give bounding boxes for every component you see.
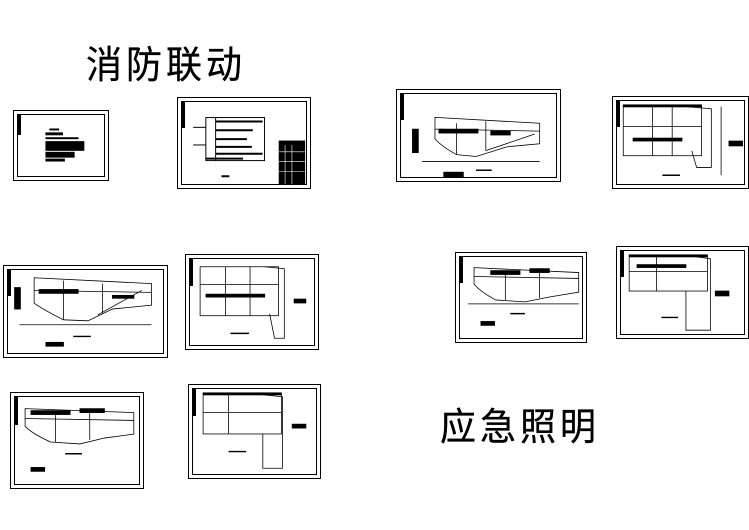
sheet-frame [14,396,140,485]
legend-content [45,128,85,162]
sheet-frame [192,388,317,475]
drawing-sheet-floor-plan-6[interactable] [616,246,749,339]
drawing-sheet-floor-plan-2[interactable] [612,96,749,189]
floor-plan-content [199,266,307,339]
title-block-bar [459,256,463,283]
title-block-bar [14,396,18,425]
sheet-frame [7,269,164,354]
floor-plan-content [622,104,744,177]
title-text: 应急照明 [440,406,601,450]
drawing-sheet-floor-plan-5[interactable] [455,252,587,343]
drawing-sheet-floor-plan-3[interactable] [3,265,168,358]
title-emergency-lighting: 应急照明 [440,397,600,452]
sheet-frame [189,258,315,346]
sheet-frame [620,250,745,335]
sheet-frame [400,93,557,178]
drawing-sheet-floor-plan-7[interactable] [10,392,144,489]
floor-plan-content [14,277,152,347]
floor-plan-content [202,392,307,469]
drawing-sheet-floor-plan-8[interactable] [188,384,321,479]
sheet-frame [17,114,105,177]
sheet-frame [459,256,583,339]
title-text: 消防联动 [86,44,247,88]
title-block-bar [616,100,620,128]
title-block-bar [192,388,196,416]
floor-plan-content [412,116,541,178]
floor-plan-content [468,267,580,326]
drawing-sheet-floor-plan-1[interactable] [396,89,561,182]
title-block-bar [181,101,185,128]
title-block-bar [189,258,193,287]
system-diagram-content [193,117,306,185]
floor-plan-content [628,254,730,331]
title-block-bar [400,93,404,121]
drawing-sheet-floor-plan-4[interactable] [185,254,319,350]
title-block-bar [7,269,11,297]
title-block-bar [17,114,21,135]
sheet-frame [181,101,307,185]
drawing-sheet-system-diagram[interactable] [177,97,311,189]
title-block-bar [620,250,624,278]
drawing-sheet-legend[interactable] [13,110,109,181]
sheet-frame [616,100,745,185]
title-fire-linkage: 消防联动 [86,35,246,90]
floor-plan-content [24,408,135,472]
